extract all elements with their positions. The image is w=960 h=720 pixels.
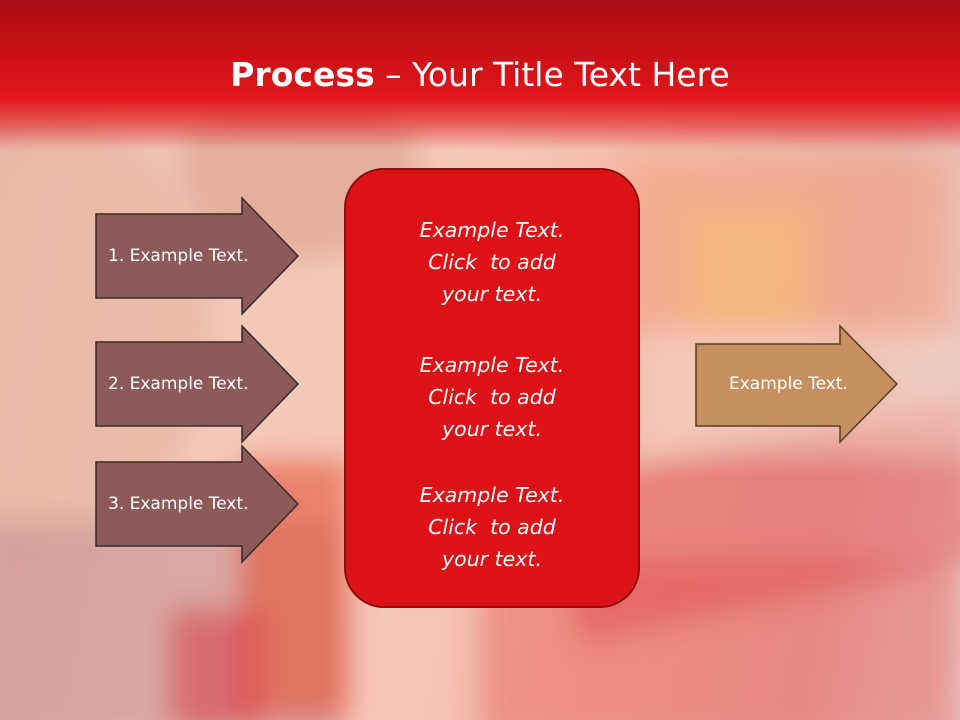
- title-rest: – Your Title Text Here: [374, 55, 730, 94]
- text-line: Example Text.: [419, 218, 565, 242]
- step-2-label: 2. Example Text.: [108, 374, 249, 394]
- process-step-2-arrow[interactable]: 2. Example Text.: [95, 324, 300, 444]
- arrow-shape: [95, 196, 300, 316]
- arrow-shape: [95, 444, 300, 564]
- title-bold: Process: [230, 55, 375, 94]
- text-block-2: Example Text. Click to add your text.: [346, 349, 638, 445]
- result-label: Example Text.: [729, 374, 848, 394]
- text-line: Click to add: [428, 250, 556, 274]
- arrow-shape: [695, 324, 899, 444]
- text-line: Click to add: [428, 385, 556, 409]
- text-line: Example Text.: [419, 353, 565, 377]
- text-line: Example Text.: [419, 483, 565, 507]
- result-arrow[interactable]: Example Text.: [695, 324, 899, 444]
- title-bar: [0, 0, 960, 150]
- center-text-box[interactable]: Example Text. Click to add your text. Ex…: [344, 168, 640, 608]
- step-3-label: 3. Example Text.: [108, 494, 249, 514]
- text-line: your text.: [442, 282, 542, 306]
- text-line: your text.: [442, 417, 542, 441]
- text-line: your text.: [442, 547, 542, 571]
- text-line: Click to add: [428, 515, 556, 539]
- process-step-3-arrow[interactable]: 3. Example Text.: [95, 444, 300, 564]
- arrow-shape: [95, 324, 300, 444]
- process-step-1-arrow[interactable]: 1. Example Text.: [95, 196, 300, 316]
- text-block-3: Example Text. Click to add your text.: [346, 479, 638, 575]
- text-block-1: Example Text. Click to add your text.: [346, 214, 638, 310]
- step-1-label: 1. Example Text.: [108, 246, 249, 266]
- slide-title: Process – Your Title Text Here: [0, 52, 960, 98]
